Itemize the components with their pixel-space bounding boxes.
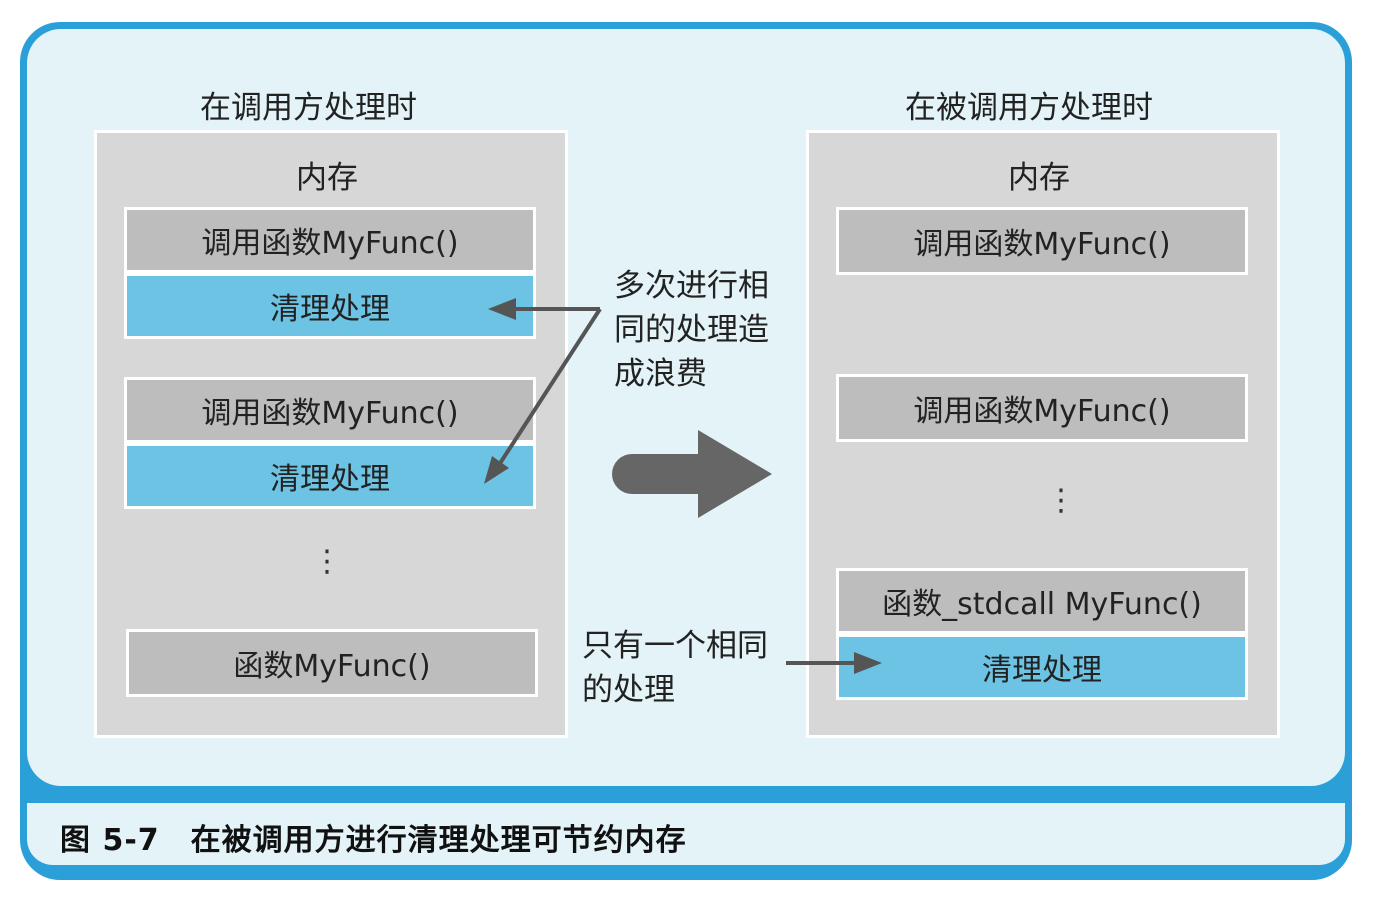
left-heading: 在调用方处理时 xyxy=(200,90,417,126)
single-note: 只有一个相同 的处理 xyxy=(582,624,768,712)
right-memory-label: 内存 xyxy=(1008,160,1070,196)
arrowhead-single-cleanup xyxy=(854,652,882,674)
waste-note-line-3: 成浪费 xyxy=(614,356,707,392)
left-cleanup-box-1: 清理处理 xyxy=(124,273,536,339)
right-heading: 在被调用方处理时 xyxy=(905,90,1153,126)
right-cleanup-box: 清理处理 xyxy=(836,634,1248,700)
waste-note-line-2: 同的处理造 xyxy=(614,312,769,348)
single-note-line-1: 只有一个相同 xyxy=(582,628,768,664)
right-call-box-2: 调用函数MyFunc() xyxy=(836,374,1248,442)
arrow-to-cleanup-2 xyxy=(495,307,602,470)
caption-bar xyxy=(27,803,1345,865)
transition-arrow-icon xyxy=(612,430,772,518)
single-note-line-2: 的处理 xyxy=(582,672,675,708)
left-func-box: 函数MyFunc() xyxy=(126,629,538,697)
right-call-box-1: 调用函数MyFunc() xyxy=(836,207,1248,275)
left-call-box-1: 调用函数MyFunc() xyxy=(124,207,536,273)
waste-note: 多次进行相 同的处理造 成浪费 xyxy=(614,264,769,396)
left-memory-label: 内存 xyxy=(296,160,358,196)
left-cleanup-box-2: 清理处理 xyxy=(124,443,536,509)
arrowhead-cleanup-1 xyxy=(488,298,516,320)
right-func-box: 函数_stdcall MyFunc() xyxy=(836,568,1248,634)
waste-note-line-1: 多次进行相 xyxy=(614,268,769,304)
left-call-box-2: 调用函数MyFunc() xyxy=(124,377,536,443)
arrowhead-cleanup-2 xyxy=(484,456,509,484)
figure-caption: 图 5-7 在被调用方进行清理处理可节约内存 xyxy=(60,823,687,858)
